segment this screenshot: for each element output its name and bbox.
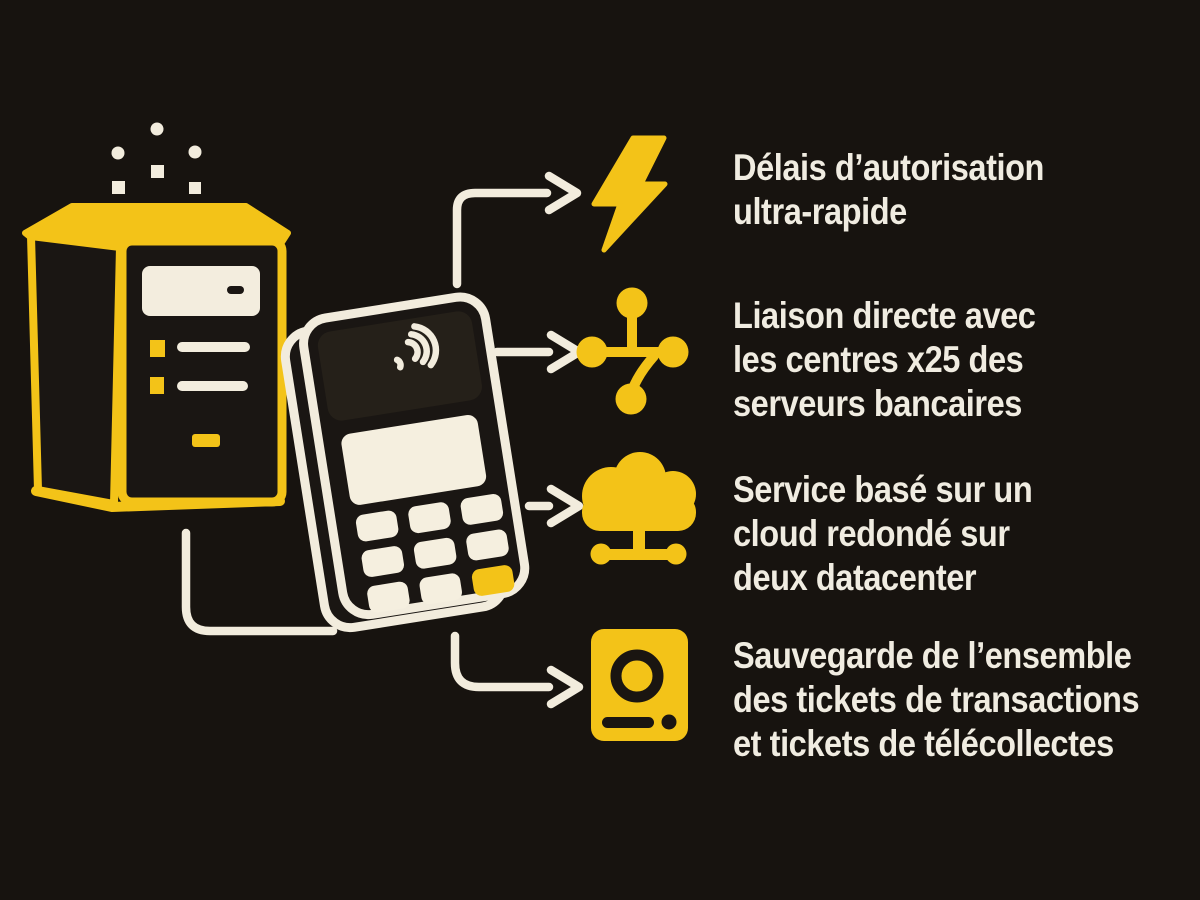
keypad-key	[408, 502, 451, 534]
network-nodes-icon	[576, 287, 689, 415]
spark-particles	[111, 122, 202, 194]
feature-item-authorization-speed: Délais d’autorisation ultra-rapide	[733, 146, 1044, 234]
arrow-to-lightning	[452, 171, 582, 289]
cloud-bar-node	[665, 543, 687, 565]
server-display-dash	[227, 286, 244, 294]
particle-dot	[111, 146, 125, 160]
arrow-to-network	[492, 330, 584, 374]
cloud-bar-node	[590, 543, 612, 565]
feature-text-line: Service basé sur un	[733, 469, 1033, 510]
arrow-line	[450, 631, 554, 692]
feature-item-redundant-cloud: Service basé sur un cloud redondé sur de…	[733, 468, 1033, 600]
keypad-key	[419, 573, 462, 605]
particle-dot	[150, 122, 164, 136]
nfc-wave-small-mark	[393, 356, 404, 371]
keypad-key-enter	[471, 565, 515, 596]
server-display	[142, 266, 260, 316]
feature-text-line: Sauvegarde de l’ensemble	[733, 635, 1132, 676]
nfc-wave	[411, 323, 440, 369]
network-node	[615, 383, 647, 415]
server-slot-bar	[177, 381, 248, 391]
keypad-key	[361, 546, 405, 577]
arrow-to-cloud	[524, 484, 584, 528]
cloud-stem	[633, 527, 645, 553]
feature-text-line: et tickets de télécollectes	[733, 723, 1114, 764]
feature-text-line: cloud redondé sur	[733, 513, 1010, 554]
feature-text-line: serveurs bancaires	[733, 383, 1022, 424]
drive-platter-ring	[610, 649, 664, 703]
drive-led-dot	[661, 714, 677, 730]
arrow-head	[546, 484, 584, 528]
particle-square	[112, 181, 125, 194]
arrow-head	[546, 665, 584, 709]
feature-item-ticket-backup: Sauvegarde de l’ensemble des tickets de …	[733, 634, 1140, 766]
feature-text-line: des tickets de transactions	[733, 679, 1140, 720]
drive-body	[591, 629, 688, 741]
server-tower-icon	[22, 122, 291, 512]
network-node	[657, 336, 689, 368]
nfc-contactless-icon	[393, 323, 440, 371]
keypad-key	[355, 510, 399, 542]
cloud-network-icon	[582, 452, 696, 565]
keypad-key	[466, 529, 509, 561]
feature-text-line: Délais d’autorisation	[733, 147, 1045, 188]
server-side-face	[27, 232, 124, 508]
particle-dot	[188, 145, 202, 159]
feature-text-line: ultra-rapide	[733, 191, 907, 232]
arrow-head	[544, 171, 582, 215]
keypad-key	[460, 494, 504, 525]
arrow-head	[546, 330, 584, 374]
lightning-bolt-icon	[591, 135, 668, 253]
server-slot-bar	[177, 342, 250, 352]
keypad-key	[413, 537, 457, 569]
network-diagonal	[629, 351, 659, 391]
arrow-to-disk	[450, 631, 584, 709]
terminal-keypad	[355, 494, 515, 613]
pos-payment-terminal-icon	[280, 292, 530, 633]
server-led-square	[150, 340, 165, 357]
nfc-wave	[404, 338, 421, 362]
feature-text-line: Liaison directe avec	[733, 295, 1036, 336]
arrow-line	[452, 188, 552, 289]
particle-square	[151, 165, 164, 178]
feature-text-line: les centres x25 des	[733, 339, 1024, 380]
cloud-base	[582, 494, 696, 531]
hard-drive-icon	[591, 629, 688, 741]
server-button	[192, 434, 220, 447]
server-connector-line	[181, 528, 338, 636]
nfc-wave	[407, 331, 430, 366]
feature-item-direct-link: Liaison directe avec les centres x25 des…	[733, 294, 1036, 426]
keypad-key	[367, 581, 410, 613]
drive-slot	[602, 717, 654, 728]
network-node	[616, 287, 648, 319]
network-node	[576, 336, 608, 368]
terminal-screen	[341, 415, 487, 505]
particle-square	[189, 182, 201, 194]
cloud-bar	[599, 549, 677, 560]
feature-text-line: deux datacenter	[733, 557, 977, 598]
server-led-square	[150, 377, 164, 394]
